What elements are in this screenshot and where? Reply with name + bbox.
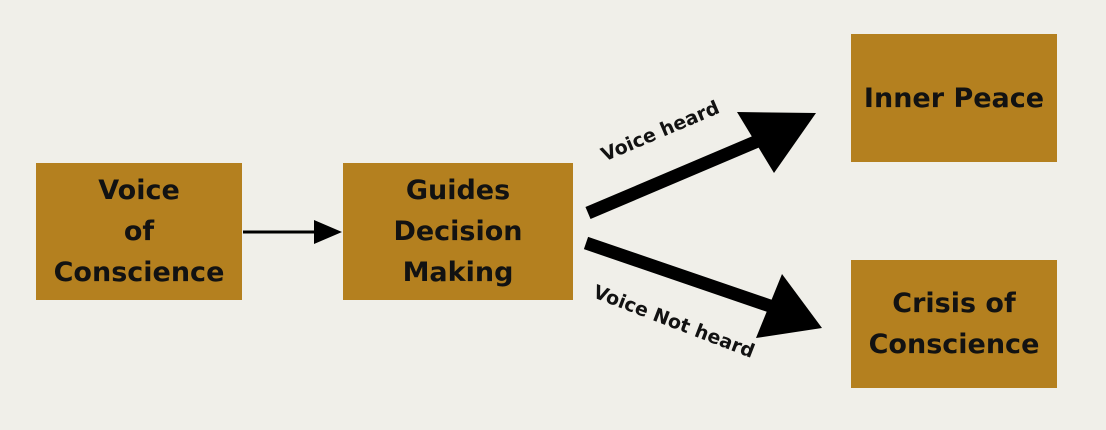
node-inner-peace: Inner Peace xyxy=(851,34,1057,162)
node-inner-peace-label: Inner Peace xyxy=(863,82,1045,114)
arrow-voice-heard xyxy=(585,112,816,219)
node-guides-decision-making-label: Guides Decision Making xyxy=(393,175,523,288)
arrow-voice-to-guides xyxy=(243,220,342,244)
node-voice-of-conscience-label: Voice of Conscience xyxy=(53,175,225,288)
node-guides-decision-making: Guides Decision Making xyxy=(343,163,573,300)
node-crisis-of-conscience-label: Crisis of Conscience xyxy=(868,288,1040,360)
arrow-voice-not-heard xyxy=(583,236,822,338)
node-crisis-of-conscience: Crisis of Conscience xyxy=(851,260,1057,388)
node-voice-of-conscience: Voice of Conscience xyxy=(36,163,242,300)
